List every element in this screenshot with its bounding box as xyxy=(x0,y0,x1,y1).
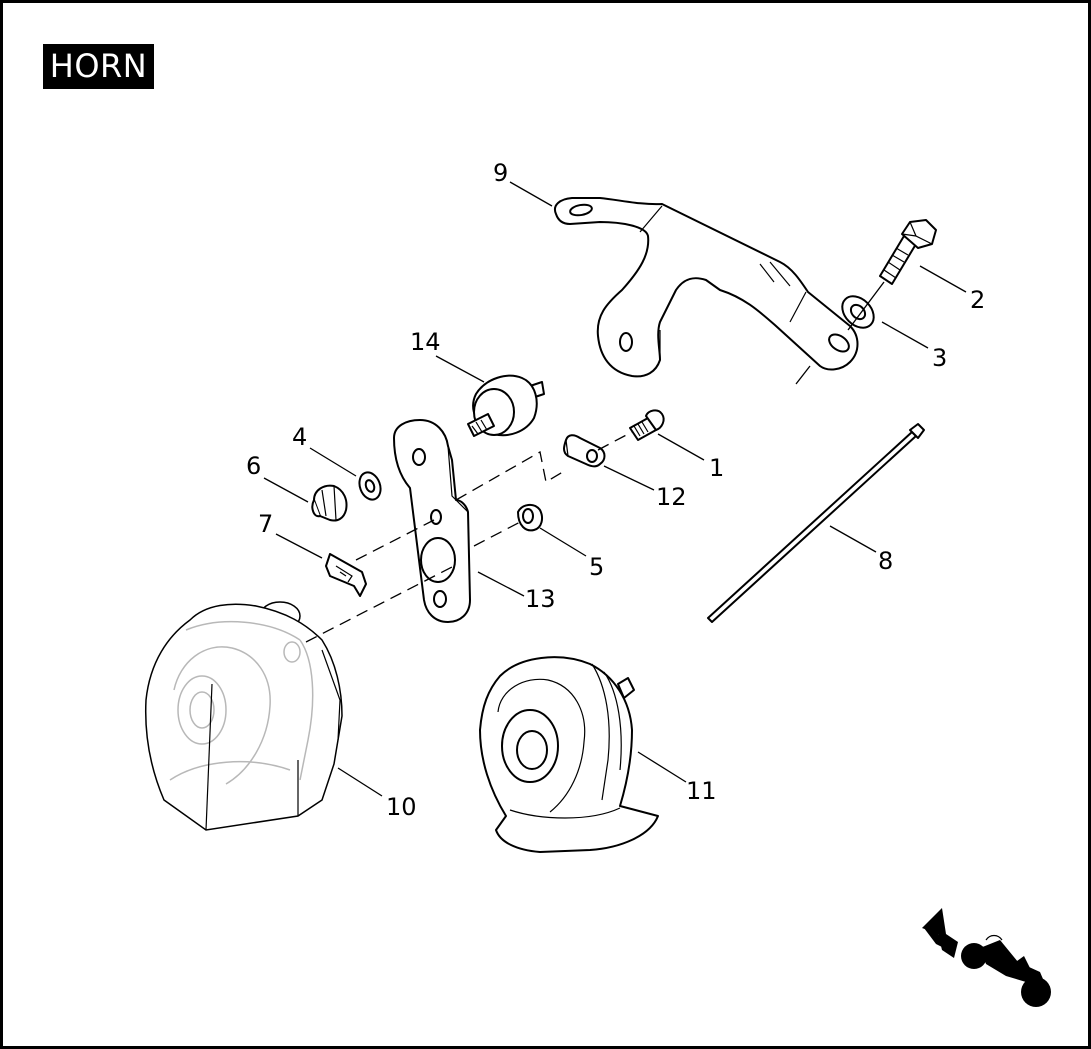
callout-12: 12 xyxy=(656,483,687,511)
assembly-lines xyxy=(305,281,885,643)
callout-2: 2 xyxy=(970,286,985,314)
part-mounting-bracket xyxy=(554,197,859,378)
part-clip-12 xyxy=(563,434,606,468)
part-screw xyxy=(629,409,665,441)
callout-10: 10 xyxy=(386,793,417,821)
callout-3: 3 xyxy=(932,344,947,372)
callout-1: 1 xyxy=(709,454,724,482)
part-washer-3 xyxy=(841,295,875,329)
callout-5: 5 xyxy=(589,553,604,581)
leader-lines xyxy=(263,181,967,797)
part-rubber-mount xyxy=(467,374,545,437)
callout-8: 8 xyxy=(878,547,893,575)
callout-labels: 1 2 3 4 5 6 7 8 9 10 11 12 13 14 xyxy=(246,159,985,821)
part-horn-cover xyxy=(144,601,343,831)
part-bolt xyxy=(879,219,937,285)
callout-4: 4 xyxy=(292,423,307,451)
motorcycle-direction-icon xyxy=(922,908,1051,1007)
callout-9: 9 xyxy=(493,159,508,187)
callout-11: 11 xyxy=(686,777,717,805)
callout-14: 14 xyxy=(410,328,441,356)
callout-7: 7 xyxy=(258,510,273,538)
part-washer-4 xyxy=(358,471,382,501)
part-nut-5 xyxy=(517,504,543,532)
callout-6: 6 xyxy=(246,452,261,480)
part-clip-7 xyxy=(325,553,367,597)
part-horn xyxy=(479,656,659,853)
part-cable-strap xyxy=(707,423,925,623)
part-acorn-nut xyxy=(311,484,348,522)
callout-13: 13 xyxy=(525,585,556,613)
diagram-title: HORN xyxy=(43,44,154,89)
